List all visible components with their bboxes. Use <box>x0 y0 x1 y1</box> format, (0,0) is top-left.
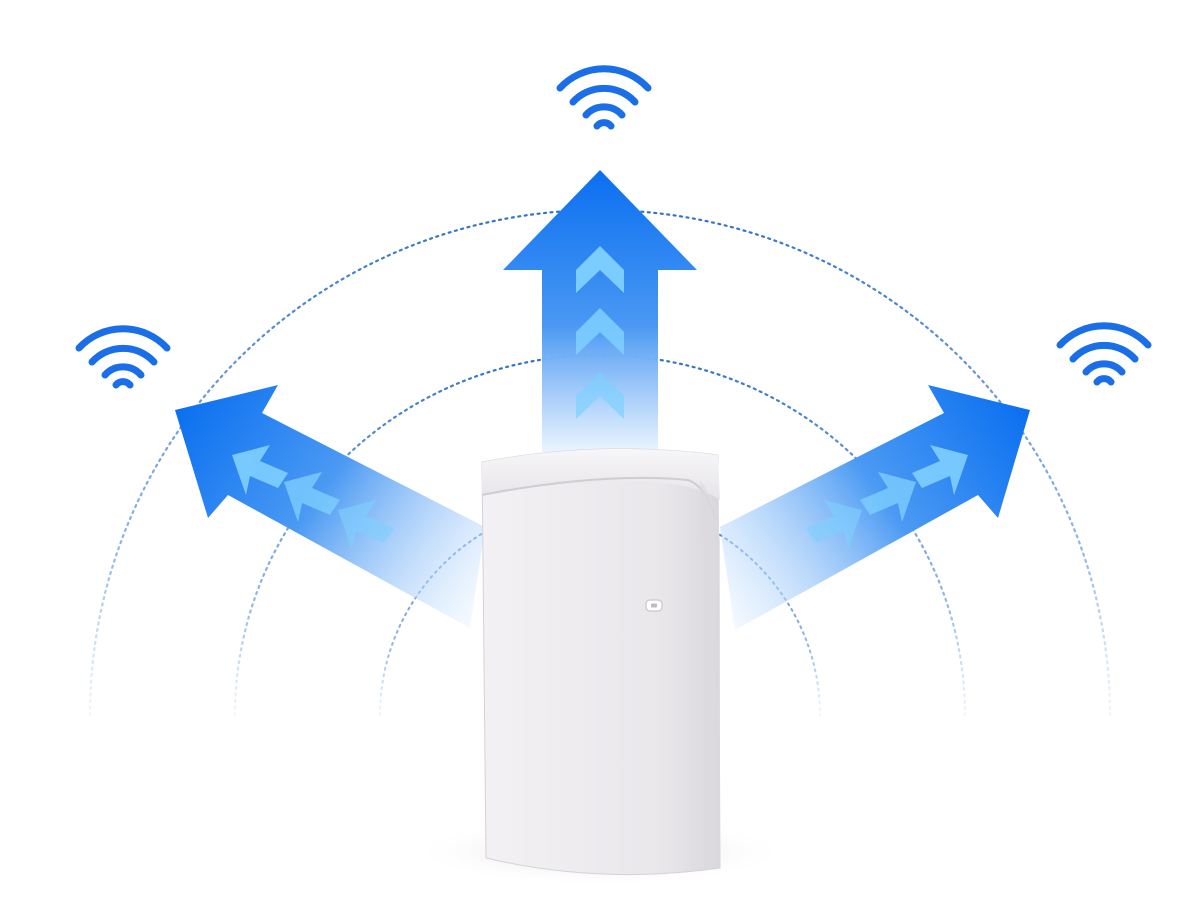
coverage-rings <box>88 208 1112 717</box>
signal-arrow-up <box>503 170 697 452</box>
signal-arrow-right <box>720 385 1030 630</box>
middle-coverage-ring <box>233 353 967 717</box>
chevrons-up <box>576 246 624 419</box>
signal-arrow-left <box>175 385 485 628</box>
chevrons-left <box>232 445 394 550</box>
chevrons-right <box>806 445 968 550</box>
router-device <box>481 448 721 876</box>
wifi-icon-left <box>75 325 171 389</box>
inner-coverage-ring <box>379 499 821 716</box>
wifi-icon-right <box>1056 322 1152 386</box>
outer-coverage-ring <box>88 208 1112 717</box>
wifi-icon-top <box>556 65 652 130</box>
